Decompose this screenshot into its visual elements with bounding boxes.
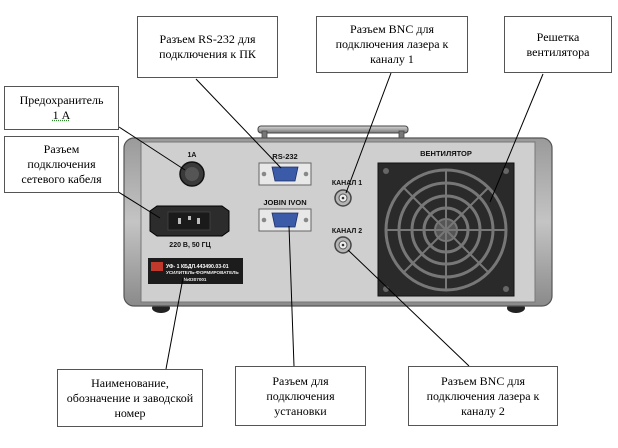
callout-bnc1: Разъем BNC для подключения лазера к кана… xyxy=(316,16,468,73)
jobin-panel-label: JOBIN IVON xyxy=(263,198,306,207)
ch1-panel-label: КАНАЛ 1 xyxy=(332,180,362,187)
plate-line-2: УСИЛИТЕЛЬ-ФОРМИРОВАТЕЛЬ xyxy=(166,270,239,275)
plate-line-3: №0307001 xyxy=(183,277,206,282)
bnc-channel-1 xyxy=(334,189,352,207)
fan-grille xyxy=(377,162,515,297)
ch2-panel-label: КАНАЛ 2 xyxy=(332,228,362,235)
logo-icon xyxy=(151,262,163,271)
callout-fan: Решетка вентилятора xyxy=(504,16,612,73)
nameplate xyxy=(148,258,243,284)
callout-rs232: Разъем RS-232 для подключения к ПК xyxy=(137,16,278,78)
rs232-connector xyxy=(258,162,312,186)
plate-line-1: УФ- 1 КБДЛ.443490.03-01 xyxy=(166,264,229,270)
install-connector xyxy=(258,208,312,232)
bnc-channel-2 xyxy=(334,236,352,254)
callout-power: Разъем подключения сетевого кабеля xyxy=(4,136,119,193)
callout-install: Разъем для подключения установки xyxy=(235,366,366,426)
fuse-holder xyxy=(179,161,205,187)
fuse-panel-label: 1А xyxy=(188,152,197,159)
callout-fuse: Предохранитель 1 А xyxy=(4,86,119,130)
power-connector xyxy=(149,205,230,237)
leader-lines xyxy=(103,72,544,370)
callout-nameplate: Наименование, обозначение и заводской но… xyxy=(57,369,203,427)
callout-bnc2: Разъем BNC для подключения лазера к кана… xyxy=(408,366,558,426)
fan-panel-label: ВЕНТИЛЯТОР xyxy=(420,149,472,158)
rs232-panel-label: RS-232 xyxy=(272,152,297,161)
power-panel-label: 220 В, 50 ГЦ xyxy=(169,242,211,249)
